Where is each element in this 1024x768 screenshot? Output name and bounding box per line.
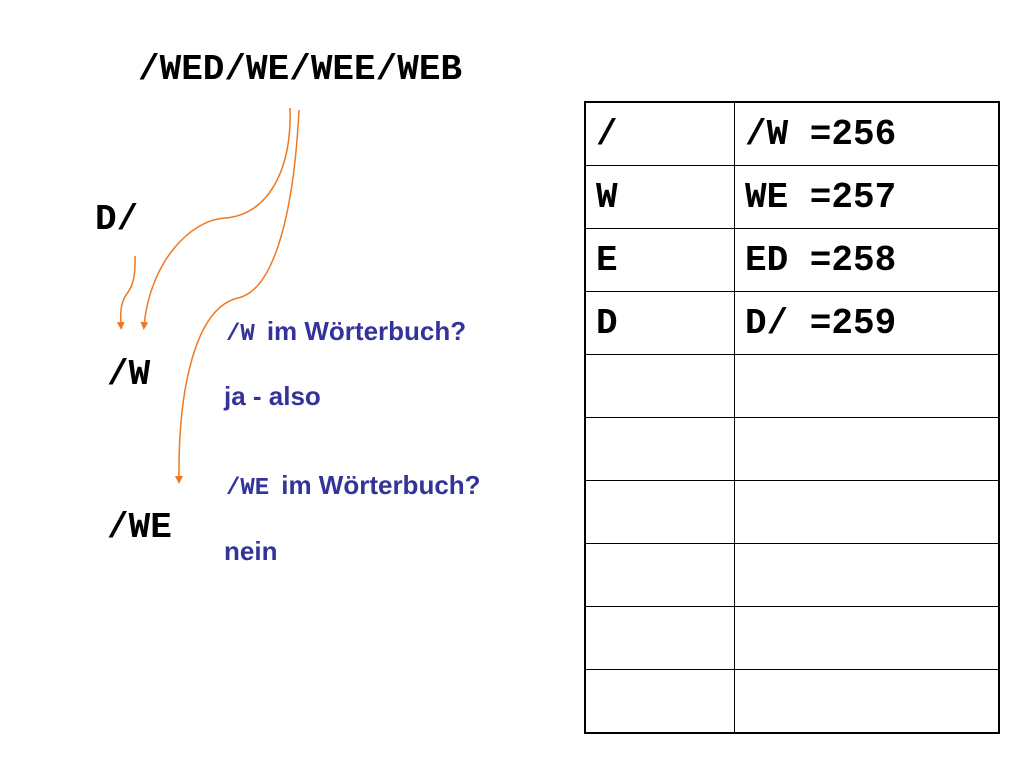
- table-cell-entry: D/ =259: [734, 291, 1000, 355]
- table-cell-prefix: W: [584, 165, 735, 229]
- table-cell-entry: ED =258: [734, 228, 1000, 292]
- table-cell-entry: [734, 417, 1000, 481]
- table-cell-entry: [734, 606, 1000, 670]
- question-2: /WE im Wörterbuch?: [226, 470, 481, 502]
- table-row: [584, 543, 1000, 607]
- arrow-input-to-we: [174, 109, 300, 484]
- table-cell-entry: /W =256: [734, 101, 1000, 166]
- table-cell-prefix: [584, 480, 735, 544]
- input-string: /WED/WE/WEE/WEB: [138, 49, 463, 90]
- arrow-d-to-w: [116, 255, 136, 330]
- table-cell-prefix: [584, 417, 735, 481]
- label-d: D/: [95, 199, 139, 240]
- question-2-code: /WE: [226, 475, 270, 502]
- label-w: /W: [107, 354, 151, 395]
- answer-2: nein: [224, 536, 278, 566]
- table-cell-prefix: [584, 543, 735, 607]
- table-cell-prefix: /: [584, 101, 735, 166]
- table-row: //W =256: [584, 101, 1000, 166]
- table-row: [584, 417, 1000, 481]
- table-cell-prefix: [584, 606, 735, 670]
- table-cell-entry: [734, 543, 1000, 607]
- table-cell-prefix: [584, 669, 735, 734]
- table-cell-entry: [734, 669, 1000, 734]
- table-row: [584, 480, 1000, 544]
- table-cell-prefix: [584, 354, 735, 418]
- table-row: [584, 354, 1000, 418]
- table-row: [584, 606, 1000, 670]
- table-cell-prefix: D: [584, 291, 735, 355]
- question-1-code: /W: [226, 321, 255, 348]
- table-cell-prefix: E: [584, 228, 735, 292]
- answer-1: ja - also: [224, 381, 321, 411]
- arrow-input-to-w: [140, 107, 291, 330]
- table-cell-entry: [734, 354, 1000, 418]
- label-we: /WE: [107, 507, 172, 548]
- table-cell-entry: WE =257: [734, 165, 1000, 229]
- table-cell-entry: [734, 480, 1000, 544]
- table-row: [584, 669, 1000, 734]
- question-2-text: im Wörterbuch?: [281, 470, 481, 500]
- question-1: /W im Wörterbuch?: [226, 316, 466, 348]
- question-1-text: im Wörterbuch?: [266, 316, 467, 346]
